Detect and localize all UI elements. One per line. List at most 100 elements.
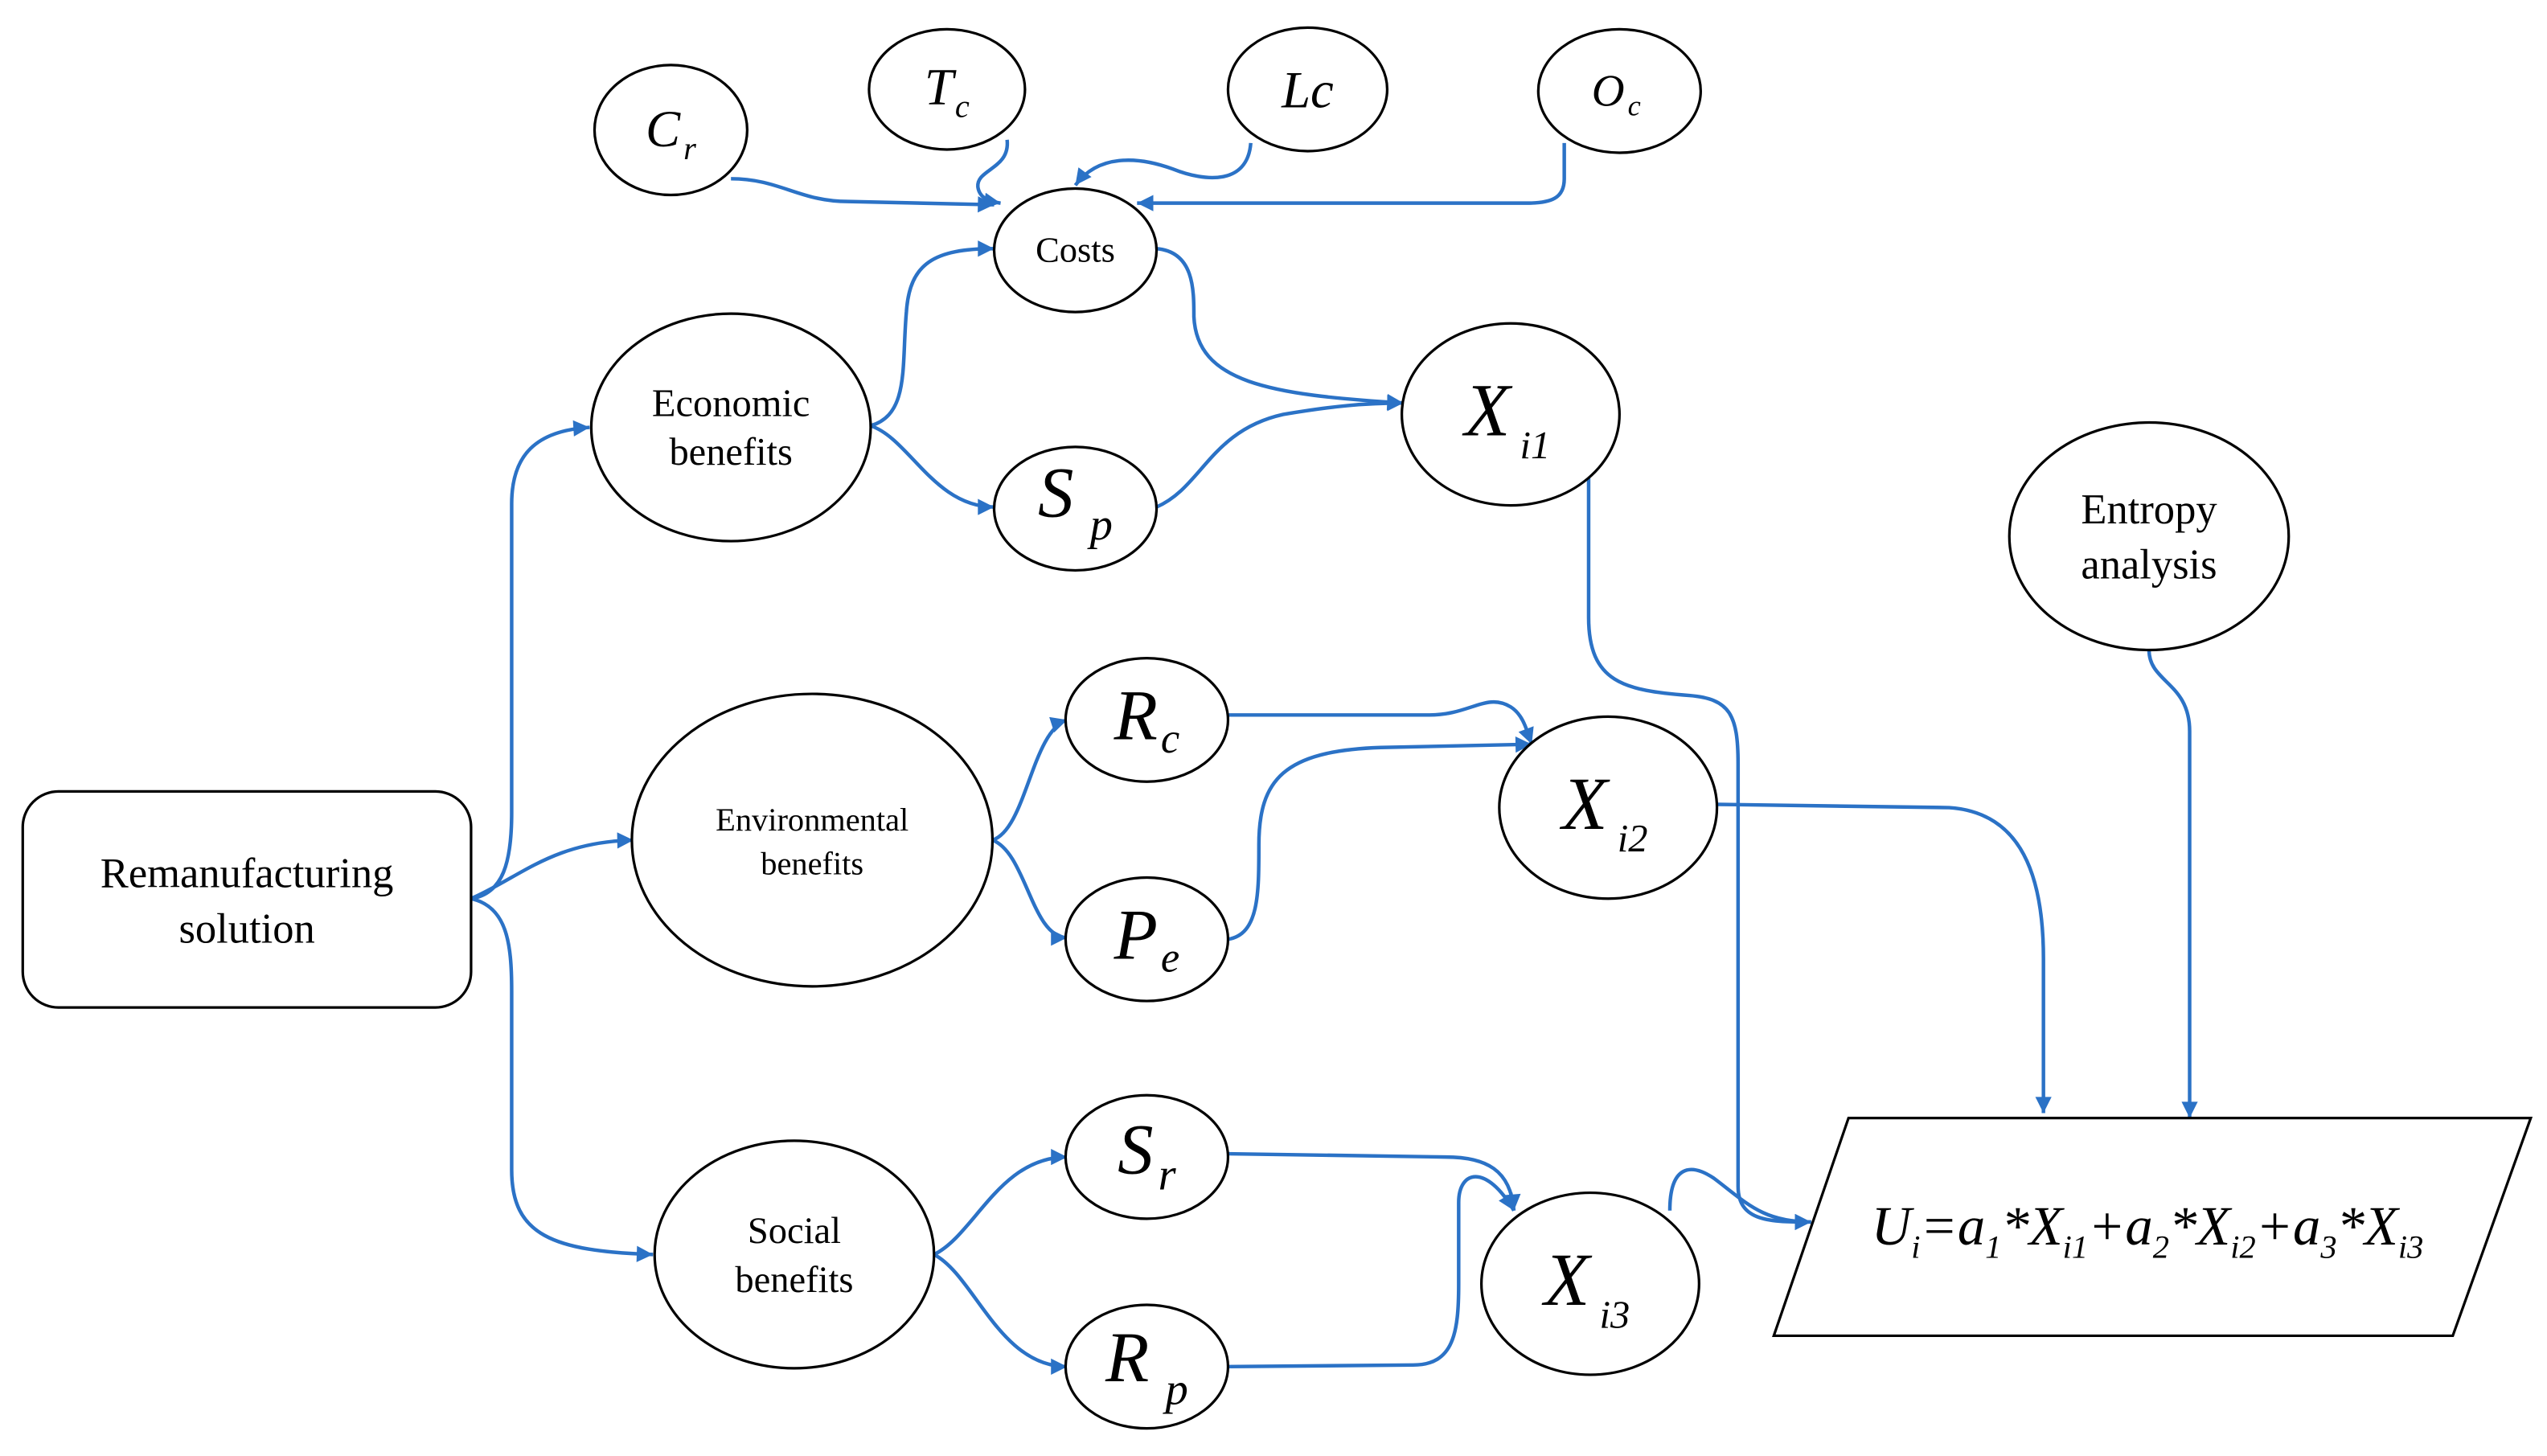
formula-term: = xyxy=(1920,1196,1957,1257)
node-social-benefits: Social benefits xyxy=(653,1139,936,1370)
node-cr-sub: r xyxy=(683,130,696,166)
arrow-cr-to-costs xyxy=(731,177,995,213)
formula-term: a xyxy=(2125,1196,2152,1257)
node-rp-sub: p xyxy=(1163,1364,1188,1414)
node-social-ellipse xyxy=(653,1139,936,1370)
arrow-remanufacturing-to-environmental xyxy=(470,832,634,900)
node-sp-ellipse xyxy=(992,445,1159,572)
node-rp-main: R xyxy=(1105,1319,1149,1397)
node-rp-ellipse xyxy=(1064,1303,1230,1430)
formula-subscript: i1 xyxy=(2063,1228,2088,1265)
node-xi1-ellipse xyxy=(1400,322,1621,507)
node-environmental-benefits: Environmental benefits xyxy=(630,692,995,988)
node-xi3-sub: i3 xyxy=(1600,1294,1630,1336)
arrow-environmental-to-pe xyxy=(991,838,1068,946)
formula-text: Ui=a1*Xi1+a2*Xi2+a3*Xi3 xyxy=(1872,1196,2424,1265)
arrow-oc-to-costs xyxy=(1137,142,1566,211)
node-cr-main: C xyxy=(646,100,681,158)
formula-parallelogram xyxy=(1772,1116,2533,1338)
node-tc-sub: c xyxy=(955,88,970,125)
node-entropy-line2: analysis xyxy=(2081,542,2217,589)
node-costs-ellipse xyxy=(992,187,1159,314)
formula-term: X xyxy=(2027,1196,2065,1257)
formula-box: Ui=a1*Xi1+a2*Xi2+a3*Xi3 xyxy=(1772,1116,2533,1338)
formula-term: a xyxy=(2293,1196,2320,1257)
node-pe-sub: e xyxy=(1161,935,1179,982)
node-sp-main: S xyxy=(1038,454,1073,533)
node-remanufacturing-box xyxy=(21,790,473,1009)
node-environmental-line1: Environmental xyxy=(716,802,908,838)
formula-subscript: 1 xyxy=(1985,1228,2001,1265)
node-sr-main: S xyxy=(1118,1110,1153,1189)
arrow-sr-to-xi3 xyxy=(1228,1151,1521,1211)
arrow-costs-to-xi1 xyxy=(1156,247,1404,411)
formula-term: a xyxy=(1958,1196,1985,1257)
node-rc-ellipse xyxy=(1064,656,1230,783)
arrow-rp-to-xi3 xyxy=(1228,1175,1515,1369)
node-rc-sub: c xyxy=(1161,716,1179,762)
node-oc-ellipse xyxy=(1536,27,1702,154)
node-sr-sub: r xyxy=(1159,1150,1177,1200)
node-social-line1: Social xyxy=(748,1211,841,1252)
node-environmental-line2: benefits xyxy=(761,845,863,881)
node-sr-ellipse xyxy=(1064,1093,1230,1220)
formula-term: + xyxy=(2256,1196,2293,1257)
formula-subscript: i xyxy=(1911,1228,1920,1265)
node-lc-ellipse xyxy=(1226,26,1389,153)
node-xi3-main: X xyxy=(1541,1239,1593,1322)
node-cr-ellipse xyxy=(593,64,749,197)
arrow-rc-to-xi2 xyxy=(1228,699,1534,745)
arrow-tc-to-costs xyxy=(976,139,1009,209)
formula-term: X xyxy=(2194,1196,2233,1257)
arrow-pe-to-xi2 xyxy=(1227,736,1532,941)
formula-subscript: 2 xyxy=(2153,1228,2169,1265)
node-entropy-ellipse xyxy=(2008,420,2291,652)
node-rc-main: R xyxy=(1114,677,1158,756)
formula-term: U xyxy=(1872,1196,1915,1257)
node-remanufacturing-solution: Remanufacturing solution xyxy=(21,790,473,1009)
node-environmental-ellipse xyxy=(630,692,995,988)
arrow-remanufacturing-to-economic xyxy=(470,420,590,900)
node-lc-label: Lc xyxy=(1281,60,1334,118)
formula-term: * xyxy=(2337,1196,2365,1257)
node-tc-ellipse xyxy=(867,27,1027,151)
node-social-line2: benefits xyxy=(735,1260,853,1301)
formula-subscript: 3 xyxy=(2319,1228,2336,1265)
arrow-sp-to-xi1 xyxy=(1155,395,1404,509)
node-sp-sub: p xyxy=(1087,500,1113,550)
node-economic-ellipse xyxy=(589,312,872,543)
node-economic-line1: Economic xyxy=(652,382,810,424)
node-xi1-sub: i1 xyxy=(1520,424,1551,467)
formula-subscript: i3 xyxy=(2398,1228,2423,1265)
arrow-environmental-to-rc xyxy=(991,716,1068,843)
arrow-social-to-rp xyxy=(933,1253,1068,1375)
node-costs-label: Costs xyxy=(1036,229,1115,269)
formula-term: X xyxy=(2362,1196,2401,1257)
node-remanufacturing-line1: Remanufacturing xyxy=(100,851,394,897)
formula-term: + xyxy=(2088,1196,2125,1257)
arrow-social-to-sr xyxy=(933,1149,1068,1257)
arrows xyxy=(470,139,2198,1375)
arrow-lc-to-costs xyxy=(1073,142,1253,187)
node-economic-benefits: Economic benefits xyxy=(589,312,872,543)
formula-term: * xyxy=(2001,1196,2029,1257)
